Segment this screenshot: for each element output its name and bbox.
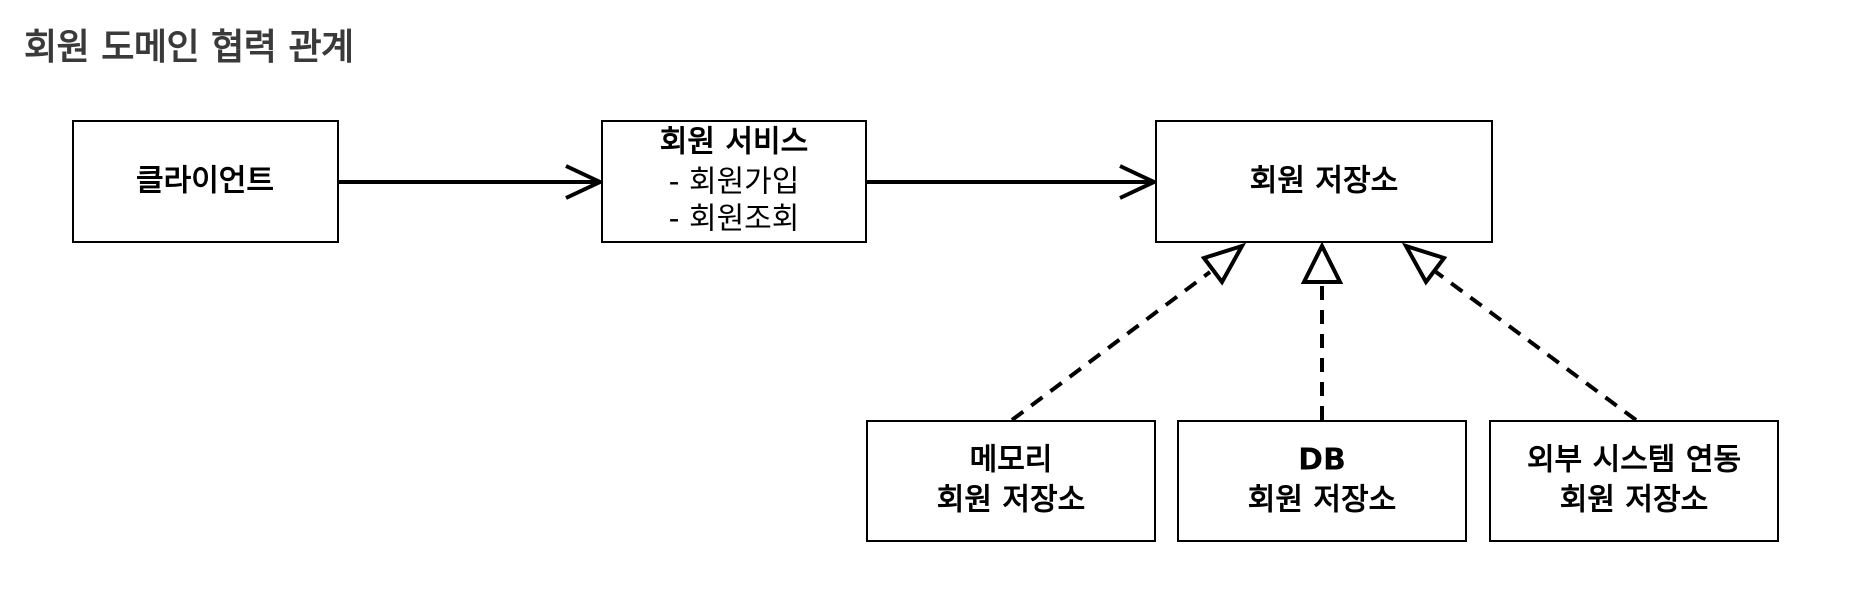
node-client-label: 클라이언트 xyxy=(136,164,274,199)
node-member-repository: 회원 저장소 xyxy=(1155,120,1493,243)
edge-external-to-repository xyxy=(1401,242,1638,422)
node-member-service-line-2: - 회원조회 xyxy=(669,202,800,237)
node-memory-repository-line-2: 회원 저장소 xyxy=(937,483,1085,518)
node-external-repository-line-2: 회원 저장소 xyxy=(1560,483,1708,518)
node-db-repository: DB 회원 저장소 xyxy=(1177,420,1467,542)
node-client: 클라이언트 xyxy=(72,120,339,243)
node-member-service: 회원 서비스 - 회원가입 - 회원조회 xyxy=(601,120,867,243)
node-member-service-title: 회원 서비스 xyxy=(660,125,808,160)
node-memory-repository: 메모리 회원 저장소 xyxy=(866,420,1156,542)
edge-db-to-repository xyxy=(1300,241,1344,420)
edge-service-to-repository xyxy=(866,164,1159,200)
node-external-repository: 외부 시스템 연동 회원 저장소 xyxy=(1489,420,1779,542)
edge-client-to-service xyxy=(338,164,605,200)
node-memory-repository-line-1: 메모리 xyxy=(970,443,1053,478)
node-external-repository-line-1: 외부 시스템 연동 xyxy=(1527,443,1741,478)
node-db-repository-line-1: DB xyxy=(1298,443,1346,478)
page-title: 회원 도메인 협력 관계 xyxy=(24,27,354,68)
edge-memory-to-repository xyxy=(1010,242,1247,422)
node-member-service-line-1: - 회원가입 xyxy=(669,165,800,200)
node-member-repository-label: 회원 저장소 xyxy=(1250,164,1398,199)
node-db-repository-line-2: 회원 저장소 xyxy=(1248,483,1396,518)
